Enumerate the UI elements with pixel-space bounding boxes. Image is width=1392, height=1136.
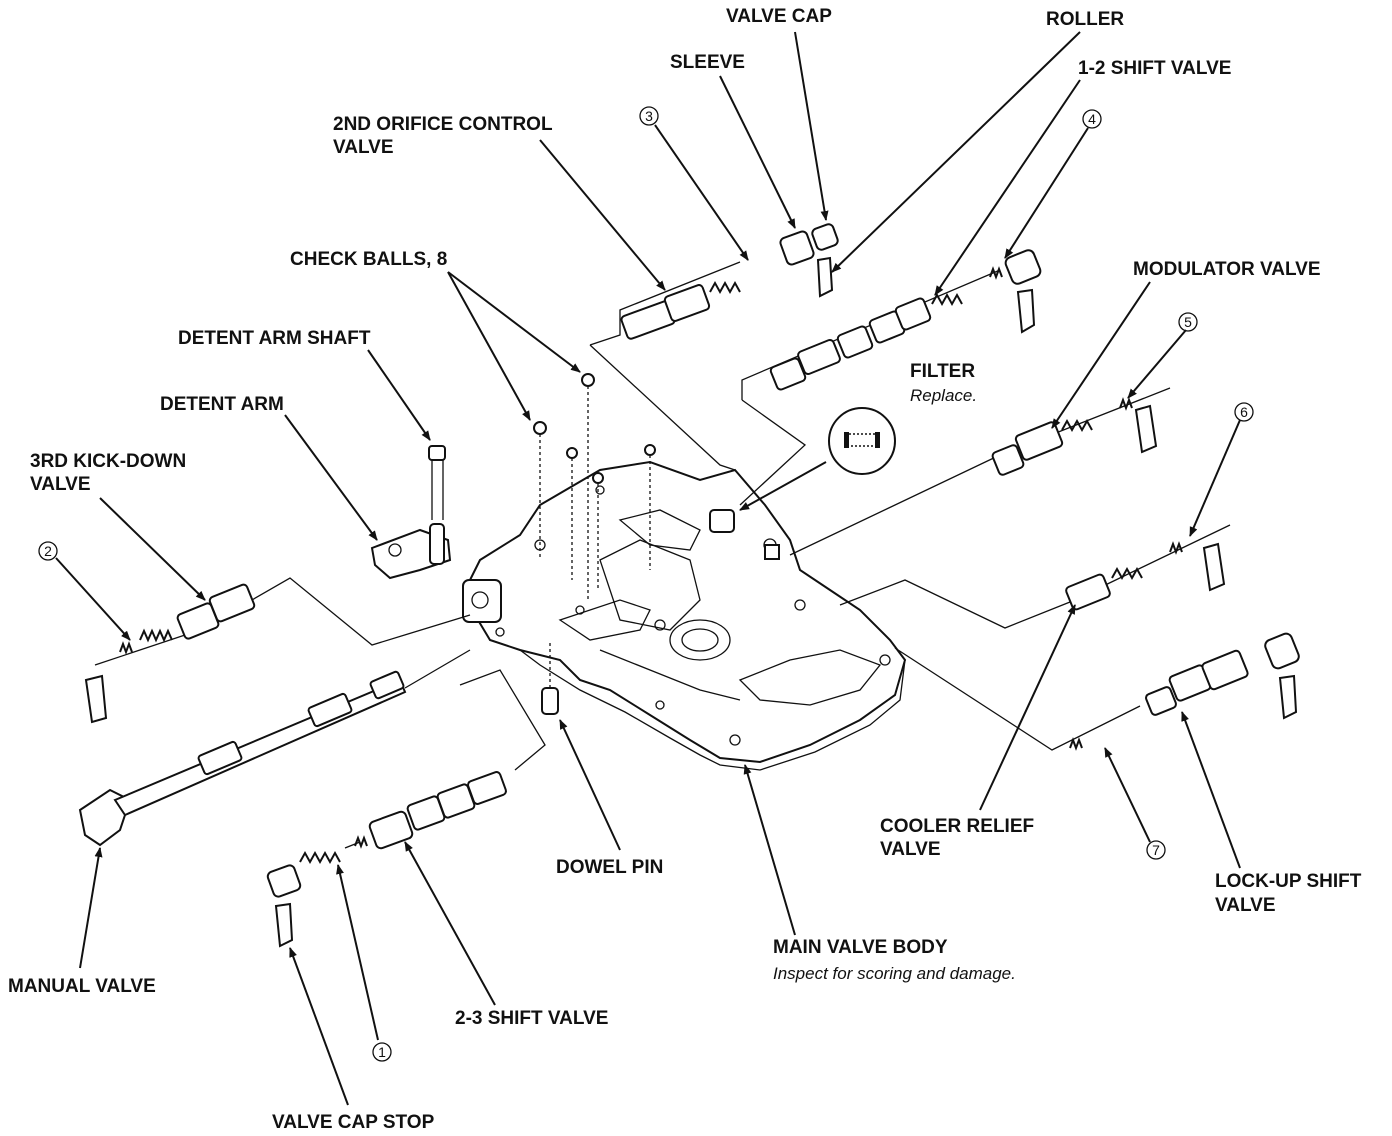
callout-1-text: 1 bbox=[378, 1044, 386, 1060]
label-lockup-shift-line2: VALVE bbox=[1215, 895, 1276, 916]
main-valve-body bbox=[462, 460, 907, 771]
label-dowel-pin: DOWEL PIN bbox=[556, 857, 663, 878]
label-cooler-relief-line2: VALVE bbox=[880, 839, 941, 860]
label-roller: ROLLER bbox=[1046, 9, 1124, 30]
modulator-valve-group bbox=[789, 387, 1171, 556]
callout-5-text: 5 bbox=[1184, 314, 1192, 330]
callout-6-text: 6 bbox=[1240, 404, 1248, 420]
label-modulator-valve: MODULATOR VALVE bbox=[1133, 259, 1321, 280]
label-filter-note: Replace. bbox=[910, 386, 977, 405]
lockup-shift-valve-group bbox=[894, 632, 1300, 751]
shift-23-valve-group bbox=[266, 669, 546, 948]
callout-numbers: 1 2 3 4 5 6 7 bbox=[38, 106, 1254, 1062]
label-main-valve-body-note: Inspect for scoring and damage. bbox=[773, 964, 1016, 983]
callout-3: 3 bbox=[639, 106, 659, 126]
label-1-2-shift-valve: 1-2 SHIFT VALVE bbox=[1078, 58, 1231, 79]
callout-1: 1 bbox=[372, 1042, 392, 1062]
label-check-balls: CHECK BALLS, 8 bbox=[290, 249, 447, 270]
callout-2-text: 2 bbox=[44, 543, 52, 559]
orifice-control-valve-group bbox=[589, 223, 839, 471]
label-detent-arm-shaft: DETENT ARM SHAFT bbox=[178, 328, 371, 349]
manual-valve bbox=[78, 649, 471, 847]
leader-lines bbox=[55, 31, 1241, 1106]
label-orifice-control-line2: VALVE bbox=[333, 137, 394, 158]
kickdown-valve-group bbox=[84, 577, 471, 724]
shift-12-valve-group bbox=[739, 249, 1042, 506]
cooler-relief-valve-group bbox=[839, 524, 1231, 629]
label-lockup-shift-line1: LOCK-UP SHIFT bbox=[1215, 871, 1362, 892]
label-filter: FILTER bbox=[910, 361, 975, 382]
callout-4-text: 4 bbox=[1088, 111, 1096, 127]
label-2-3-shift-valve: 2-3 SHIFT VALVE bbox=[455, 1008, 608, 1029]
labels: VALVE CAP ROLLER SLEEVE 1-2 SHIFT VALVE … bbox=[8, 6, 1362, 1133]
label-kickdown-line1: 3RD KICK-DOWN bbox=[30, 451, 186, 472]
label-detent-arm: DETENT ARM bbox=[160, 394, 284, 415]
callout-7-text: 7 bbox=[1152, 842, 1160, 858]
callout-4: 4 bbox=[1082, 109, 1102, 129]
label-kickdown-line2: VALVE bbox=[30, 474, 91, 495]
label-sleeve: SLEEVE bbox=[670, 52, 745, 73]
callout-7: 7 bbox=[1146, 840, 1166, 860]
label-valve-cap: VALVE CAP bbox=[726, 6, 832, 27]
filter bbox=[828, 407, 896, 475]
check-balls bbox=[533, 373, 656, 600]
callout-2: 2 bbox=[38, 541, 58, 561]
callout-6: 6 bbox=[1234, 402, 1254, 422]
label-valve-cap-stop: VALVE CAP STOP bbox=[272, 1112, 435, 1133]
label-main-valve-body: MAIN VALVE BODY bbox=[773, 937, 948, 958]
label-orifice-control-line1: 2ND ORIFICE CONTROL bbox=[333, 114, 553, 135]
detent-arm-assembly bbox=[370, 445, 452, 580]
dowel-pin bbox=[541, 640, 559, 715]
label-cooler-relief-line1: COOLER RELIEF bbox=[880, 816, 1034, 837]
callout-3-text: 3 bbox=[645, 108, 653, 124]
label-manual-valve: MANUAL VALVE bbox=[8, 976, 156, 997]
callout-5: 5 bbox=[1178, 312, 1198, 332]
